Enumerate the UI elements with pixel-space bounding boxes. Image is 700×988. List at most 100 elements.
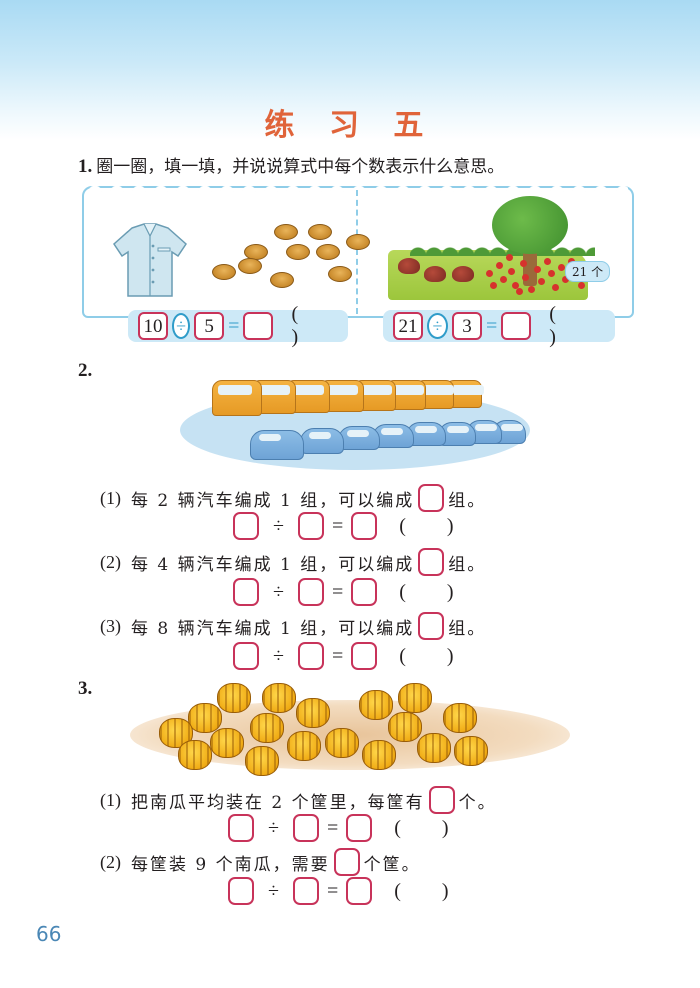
item-text: 把南瓜平均装在 2 个筐里，每筐有	[131, 792, 425, 813]
apple-icon	[522, 274, 529, 281]
divisor-box: 5	[194, 312, 225, 340]
pumpkin-icon	[217, 683, 251, 713]
shirt-icon	[113, 223, 187, 297]
q1-number: 1.	[78, 156, 93, 177]
unit-blank[interactable]: ( )	[399, 514, 472, 537]
apple-icon	[486, 270, 493, 277]
item-label: (1)	[100, 487, 121, 508]
unit-blank[interactable]: ( )	[394, 879, 467, 902]
equals-sign: =	[485, 314, 498, 337]
quotient-box[interactable]	[346, 877, 373, 905]
item-label: (3)	[100, 615, 121, 636]
pumpkin-icon	[454, 736, 488, 766]
dividend-box[interactable]	[228, 814, 254, 842]
button-coin-icon	[308, 224, 332, 240]
q1-prompt: 1.圈一圈，填一填，并说说算式中每个数表示什么意思。	[78, 152, 504, 178]
dividend-box[interactable]	[233, 642, 259, 670]
q2-item-1: (1) 每 2 辆汽车编成 1 组，可以编成 组。	[100, 484, 486, 512]
tree-scene-illustration	[388, 196, 620, 304]
answer-box[interactable]	[333, 848, 360, 876]
divide-sign: ÷	[273, 514, 284, 537]
quotient-box[interactable]	[351, 512, 378, 540]
apple-icon	[496, 262, 503, 269]
divisor-box[interactable]	[297, 578, 324, 606]
apple-icon	[500, 276, 507, 283]
item-text-suffix: 组。	[448, 618, 487, 639]
pumpkin-icon	[210, 728, 244, 758]
dividend-box[interactable]	[228, 877, 254, 905]
answer-box[interactable]	[501, 312, 532, 340]
button-coin-icon	[270, 272, 294, 288]
item-text-suffix: 个筐。	[363, 854, 421, 875]
q2-item-3: (3) 每 8 辆汽车编成 1 组，可以编成 组。	[100, 612, 486, 640]
button-coin-icon	[286, 244, 310, 260]
item-text-suffix: 组。	[448, 554, 487, 575]
hedgehog-icon	[452, 266, 474, 282]
unit-blank[interactable]: ( )	[291, 303, 317, 348]
q1-card-scallop-edge	[84, 180, 628, 192]
dividend-box: 21	[393, 312, 423, 340]
pumpkin-icon	[388, 712, 422, 742]
q2-item-2-equation: ÷ = ( )	[229, 578, 472, 606]
pumpkin-icon	[417, 733, 451, 763]
item-text: 每筐装 9 个南瓜，需要	[131, 854, 330, 875]
quotient-box[interactable]	[346, 814, 373, 842]
answer-box[interactable]	[428, 786, 455, 814]
unit-blank[interactable]: ( )	[549, 303, 574, 348]
dividend-box[interactable]	[233, 512, 259, 540]
divisor-box[interactable]	[297, 512, 324, 540]
q2-number: 2.	[78, 360, 93, 381]
item-text-suffix: 组。	[448, 490, 487, 511]
q1-right-equation: 21 ÷ 3 = ( )	[383, 303, 615, 348]
pumpkin-icon	[443, 703, 477, 733]
q3-item-1: (1) 把南瓜平均装在 2 个筐里，每筐有 个。	[100, 786, 497, 814]
q3-item-2-equation: ÷ = ( )	[224, 877, 467, 905]
equals-sign: =	[331, 580, 344, 603]
divide-sign: ÷	[273, 580, 284, 603]
answer-box[interactable]	[243, 312, 274, 340]
divide-sign: ÷	[268, 816, 279, 839]
quotient-box[interactable]	[351, 578, 378, 606]
answer-box[interactable]	[418, 548, 445, 576]
header-gradient-band	[0, 0, 700, 140]
pumpkin-icon	[359, 690, 393, 720]
divisor-box[interactable]	[297, 642, 324, 670]
equals-sign: =	[331, 514, 344, 537]
q3-number: 3.	[78, 678, 93, 699]
quotient-box[interactable]	[351, 642, 378, 670]
divisor-box[interactable]	[292, 877, 319, 905]
item-label: (1)	[100, 789, 121, 810]
bus-icon	[212, 380, 262, 416]
hedgehog-icon	[424, 266, 446, 282]
equals-sign: =	[326, 879, 339, 902]
car-icon	[250, 430, 304, 460]
unit-blank[interactable]: ( )	[399, 644, 472, 667]
apple-icon	[506, 254, 513, 261]
equals-sign: =	[331, 644, 344, 667]
car-icon	[338, 426, 380, 450]
pumpkin-icon	[287, 731, 321, 761]
apple-icon	[544, 258, 551, 265]
button-coin-icon	[328, 266, 352, 282]
button-coin-icon	[238, 258, 262, 274]
unit-blank[interactable]: ( )	[394, 816, 467, 839]
unit-blank[interactable]: ( )	[399, 580, 472, 603]
item-text-suffix: 个。	[458, 792, 497, 813]
car-icon	[372, 424, 414, 448]
equals-sign: =	[326, 816, 339, 839]
answer-box[interactable]	[418, 612, 445, 640]
divisor-box[interactable]	[292, 814, 319, 842]
apple-icon	[534, 266, 541, 273]
apple-icon	[538, 278, 545, 285]
apple-count-tag: 21 个	[565, 261, 611, 282]
dividend-box[interactable]	[233, 578, 259, 606]
item-text: 每 8 辆汽车编成 1 组，可以编成	[131, 618, 415, 639]
button-coin-icon	[274, 224, 298, 240]
q2-item-2: (2) 每 4 辆汽车编成 1 组，可以编成 组。	[100, 548, 486, 576]
tree-icon	[492, 196, 568, 254]
q1-left-equation: 10 ÷ 5 = ( )	[128, 303, 348, 348]
car-icon	[300, 428, 344, 454]
apple-icon	[516, 288, 523, 295]
answer-box[interactable]	[418, 484, 445, 512]
pumpkin-icon	[296, 698, 330, 728]
